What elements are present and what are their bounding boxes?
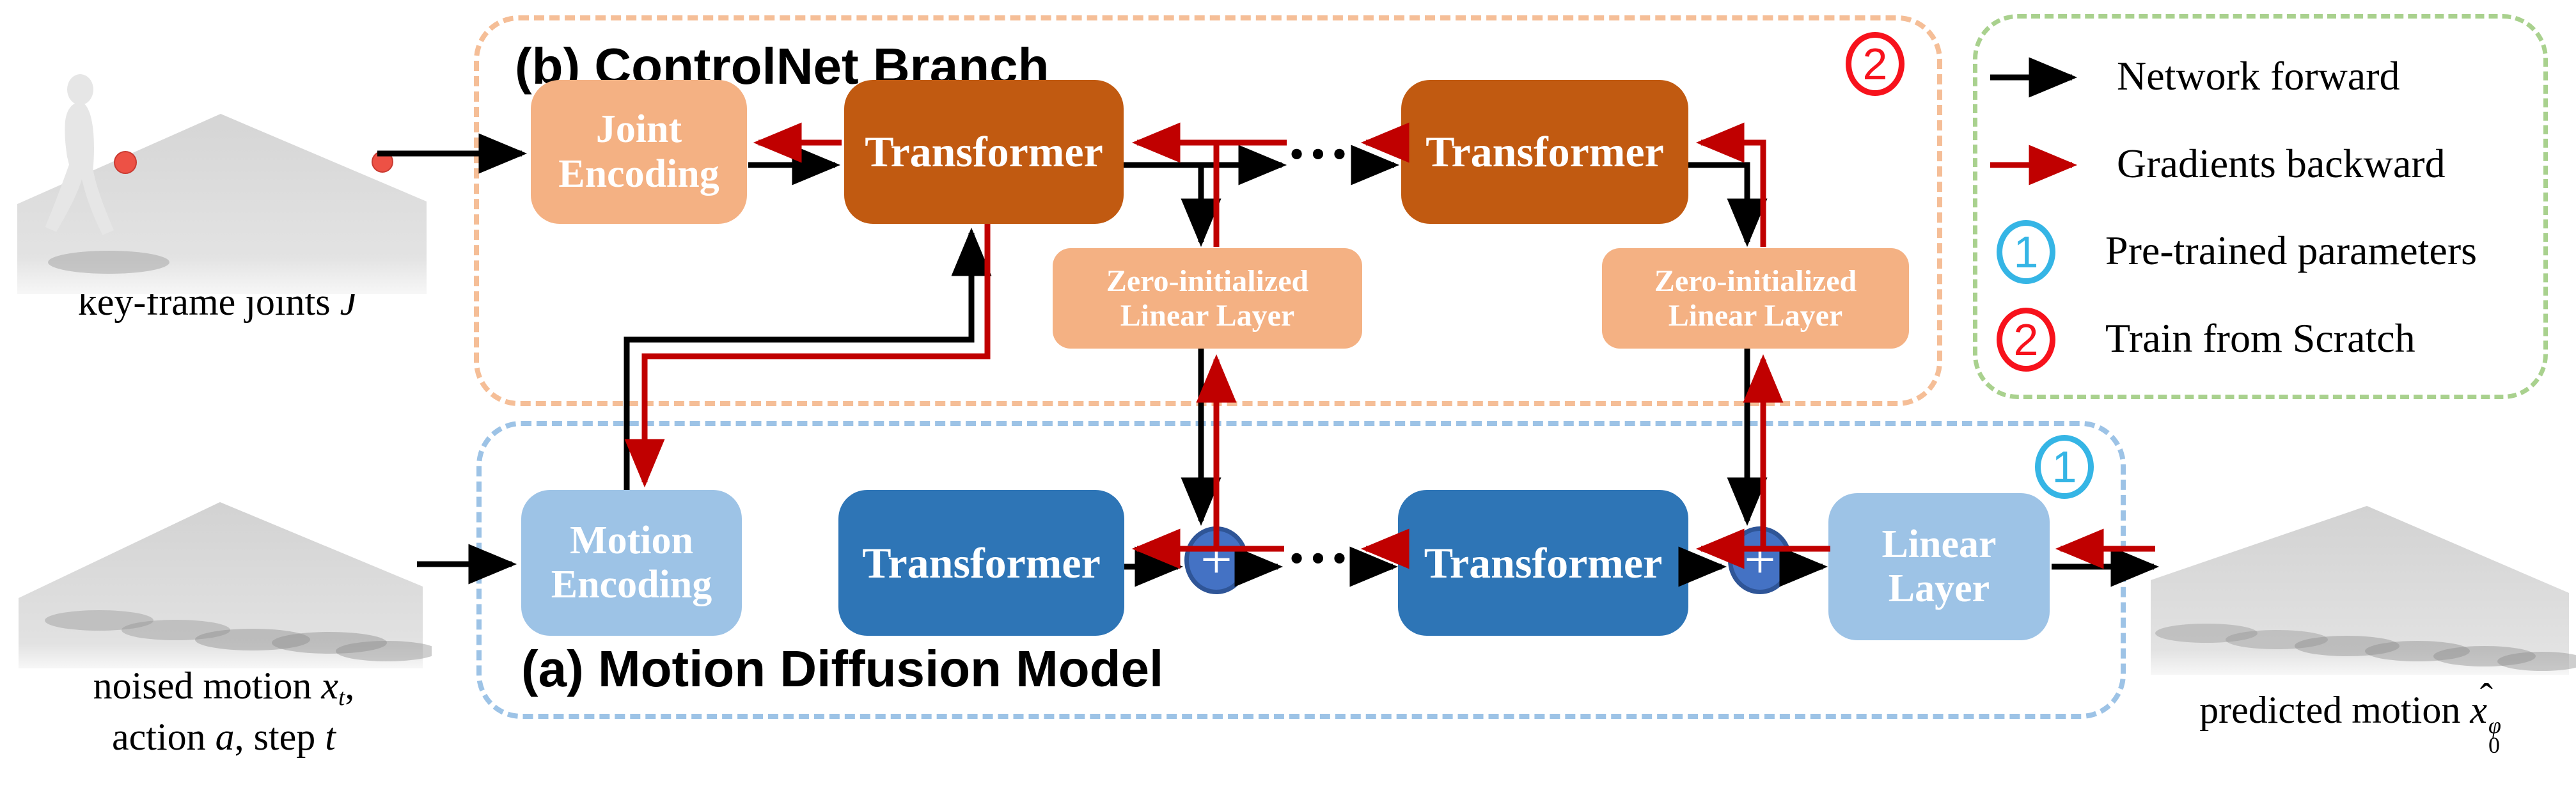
figure-shadow	[2365, 641, 2470, 661]
badge-number: 1	[2052, 442, 2077, 492]
noised-math-a: a	[215, 716, 235, 758]
controlnet-transformer-2-box: Transformer	[1401, 80, 1688, 224]
legend-label-backward: Gradients backward	[2117, 141, 2446, 186]
figure-shadow	[2155, 624, 2258, 643]
predicted-math-hat: ˆ	[2479, 675, 2493, 718]
predicted-math-sub: 0	[2488, 732, 2500, 758]
controlnet-transformer-1-box: Transformer	[844, 80, 1124, 224]
legend-circle-2: 2	[1997, 308, 2055, 372]
ellipsis-top: •••	[1278, 136, 1361, 174]
legend-region	[1973, 14, 2548, 399]
box-label: Transformer	[865, 127, 1103, 177]
figure-shadow	[48, 251, 169, 274]
figure-shadow	[336, 641, 432, 661]
box-label: Linear	[1881, 522, 1997, 566]
figure-shadow	[272, 632, 387, 654]
noised-caption-line2: action a, step t	[19, 715, 428, 759]
figure-shadow	[2295, 636, 2399, 656]
badge-number: 2	[1862, 39, 1888, 89]
ellipsis-bottom: •••	[1278, 540, 1361, 578]
predicted-motion-scene	[2151, 506, 2576, 675]
badge-number: 1	[2013, 227, 2039, 277]
figure-shadow	[122, 620, 230, 640]
keyframe-joint-dot-hip	[114, 151, 137, 174]
motion-encoding-box: Motion Encoding	[521, 490, 742, 636]
plus-sign: +	[1200, 529, 1232, 591]
figure-shadow	[2226, 630, 2328, 649]
diffusion-transformer-2-box: Transformer	[1398, 490, 1688, 636]
box-label: Encoding	[558, 152, 719, 196]
noised-caption-step: , step	[234, 716, 316, 758]
ellipsis-dots: •••	[1287, 542, 1352, 576]
noised-floor	[19, 502, 423, 668]
box-label: Layer	[1888, 567, 1990, 610]
noised-math-x: x	[321, 665, 338, 707]
box-label: Transformer	[1425, 127, 1664, 177]
box-label: Transformer	[1424, 538, 1663, 587]
box-label: Zero-initialized	[1654, 264, 1857, 298]
zero-linear-1-box: Zero-initialized Linear Layer	[1053, 248, 1362, 349]
predicted-math-x: x	[2470, 689, 2487, 731]
figure-shadow	[195, 629, 310, 650]
noised-caption-action: action	[112, 716, 206, 758]
keyframe-joint-dot-target	[372, 151, 393, 173]
ellipsis-dots: •••	[1287, 138, 1352, 172]
sum-node-1: +	[1184, 526, 1248, 594]
noised-math-sub: t	[338, 684, 345, 711]
predicted-floor	[2151, 506, 2569, 675]
joint-encoding-box: Joint Encoding	[531, 80, 747, 224]
box-label: Zero-initialized	[1106, 264, 1309, 298]
figure-shadow	[2497, 652, 2576, 671]
predicted-math-sup: φ	[2488, 713, 2501, 739]
box-label: Linear Layer	[1120, 298, 1295, 333]
noised-caption-line1: noised motion xt,	[19, 664, 428, 711]
controlnet-branch-region	[474, 15, 1942, 406]
noised-motion-scene	[19, 502, 432, 668]
legend-label-forward: Network forward	[2117, 53, 2400, 98]
box-label: Joint	[595, 107, 682, 152]
legend-label-pretrained: Pre-trained parameters	[2105, 228, 2478, 273]
predicted-caption-text: predicted motion	[2199, 689, 2461, 731]
noised-math-t: t	[325, 716, 336, 758]
keyframe-joints-scene	[17, 74, 427, 294]
diffusion-transformer-1-box: Transformer	[838, 490, 1124, 636]
linear-layer-box: Linear Layer	[1828, 493, 2050, 640]
badge-number: 2	[2013, 315, 2039, 365]
legend-label-scratch: Train from Scratch	[2105, 315, 2415, 361]
figure-shadow	[2433, 646, 2536, 666]
box-label: Linear Layer	[1668, 298, 1843, 333]
sum-node-2: +	[1728, 526, 1792, 594]
box-label: Encoding	[551, 563, 712, 606]
figure-shadow	[45, 610, 153, 631]
noised-caption-text: noised motion	[93, 665, 312, 707]
pretrained-badge: 1	[2035, 435, 2094, 499]
zero-linear-2-box: Zero-initialized Linear Layer	[1602, 248, 1909, 349]
box-label: Transformer	[862, 538, 1101, 587]
noised-comma: ,	[345, 665, 355, 707]
plus-sign: +	[1744, 529, 1776, 591]
box-label: Motion	[570, 518, 693, 562]
train-from-scratch-badge: 2	[1846, 32, 1905, 96]
branch-a-title: (a) Motion Diffusion Model	[521, 640, 1164, 697]
legend-circle-1: 1	[1997, 220, 2055, 284]
